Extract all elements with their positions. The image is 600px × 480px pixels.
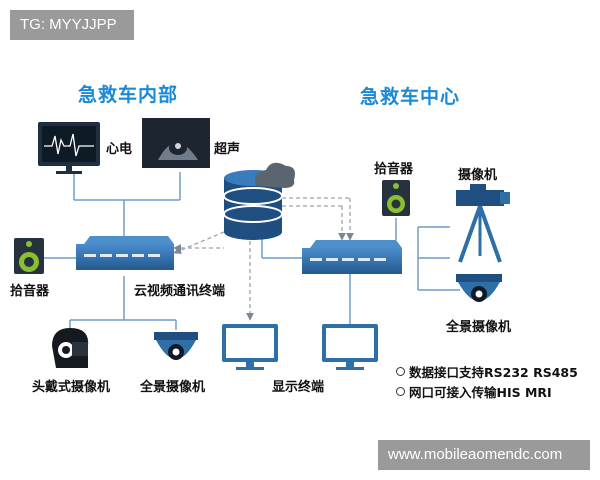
label-ultrasound: 超声 bbox=[214, 142, 241, 157]
bullet-icon bbox=[396, 367, 405, 376]
note-data-interface-text: 数据接口支持RS232 RS485 bbox=[409, 365, 578, 380]
heading-interior: 急救车内部 bbox=[78, 84, 179, 106]
dashed-connections bbox=[173, 197, 354, 321]
label-dome-left: 全景摄像机 bbox=[140, 380, 206, 395]
note-network-port: 网口可接入传输HIS MRI bbox=[396, 382, 552, 401]
dome-camera-icon-left bbox=[154, 332, 198, 360]
label-mic-left: 拾音器 bbox=[10, 284, 50, 299]
solid-connections bbox=[44, 172, 460, 330]
heading-center: 急救车中心 bbox=[360, 86, 461, 108]
tripod-camera-icon bbox=[456, 184, 510, 263]
label-helmet-camera: 头戴式摄像机 bbox=[32, 380, 111, 395]
watermark-top: TG: MYYJJPP bbox=[10, 10, 134, 40]
bullet-icon bbox=[396, 387, 405, 396]
note-network-port-text: 网口可接入传输HIS MRI bbox=[409, 385, 552, 400]
dome-camera-icon-right bbox=[456, 274, 502, 302]
label-terminal: 云视频通讯终端 bbox=[134, 284, 226, 299]
label-mic-right: 拾音器 bbox=[374, 162, 414, 177]
label-dome-right: 全景摄像机 bbox=[446, 320, 512, 335]
watermark-bottom: www.mobileaomendc.com bbox=[378, 440, 590, 470]
display-monitor-icon-left bbox=[222, 324, 278, 370]
ultrasound-image-icon bbox=[142, 118, 210, 168]
cloud-icon bbox=[255, 162, 295, 188]
note-data-interface: 数据接口支持RS232 RS485 bbox=[396, 362, 578, 381]
terminal-box-left bbox=[76, 236, 174, 270]
label-camera-tripod: 摄像机 bbox=[458, 168, 498, 183]
label-ecg: 心电 bbox=[106, 142, 133, 157]
mic-speaker-icon-left bbox=[14, 238, 44, 274]
label-display: 显示终端 bbox=[272, 380, 325, 395]
helmet-camera-icon bbox=[52, 328, 89, 368]
terminal-box-right bbox=[302, 240, 402, 274]
ecg-monitor-icon bbox=[38, 122, 100, 174]
display-monitor-icon-right bbox=[322, 324, 378, 370]
mic-speaker-icon-right bbox=[382, 180, 410, 216]
